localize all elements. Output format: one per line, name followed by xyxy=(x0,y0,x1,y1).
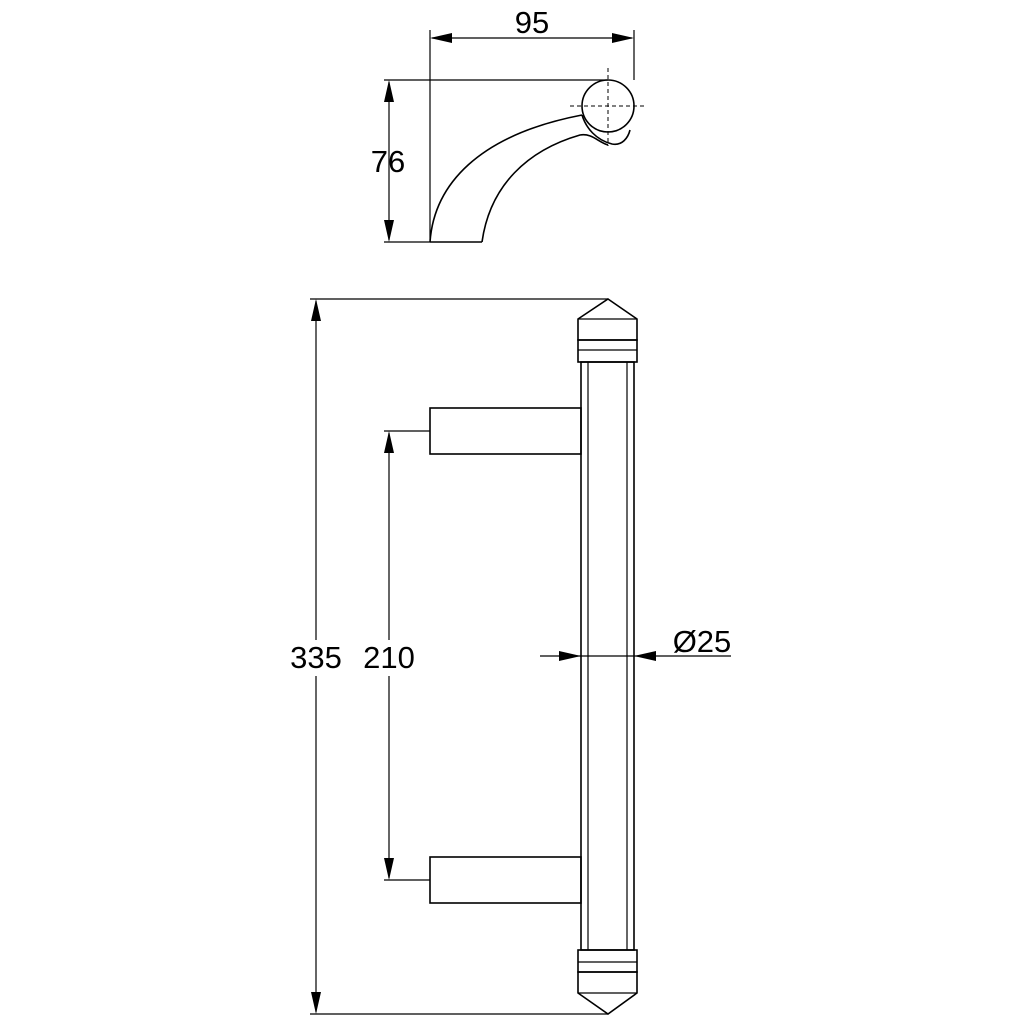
centers-label: 210 xyxy=(363,640,415,675)
bottom-end-cap xyxy=(577,949,638,1015)
height-dimension-label: 76 xyxy=(371,144,405,179)
bracket-outer-curve xyxy=(429,114,583,243)
top-end-cap xyxy=(577,298,638,363)
overall-arrow-bottom xyxy=(311,992,321,1014)
diameter-arrow-right xyxy=(634,651,656,661)
top-standoff-post xyxy=(429,407,582,455)
width-dimension-label: 95 xyxy=(515,5,549,40)
overall-arrow-top xyxy=(311,299,321,321)
diameter-label: Ø25 xyxy=(673,624,732,659)
bottom-cap-band xyxy=(577,949,638,973)
height-arrow-bottom xyxy=(384,220,394,242)
side-view: 95 76 xyxy=(371,5,646,243)
top-cap-point xyxy=(577,298,638,341)
height-arrow-top xyxy=(384,80,394,102)
centers-label-mask xyxy=(358,640,420,676)
overall-length-label: 335 xyxy=(290,640,342,675)
bracket-inner-curve xyxy=(481,133,609,243)
front-view: 335 210 Ø2 xyxy=(285,298,732,1015)
overall-label-mask xyxy=(285,640,347,676)
width-arrow-left xyxy=(430,33,452,43)
centers-arrow-bottom xyxy=(384,858,394,880)
centers-arrow-top xyxy=(384,431,394,453)
bar-joint-curve xyxy=(581,114,631,146)
bottom-cap-point xyxy=(577,971,638,1015)
top-cap-band xyxy=(577,339,638,363)
diameter-arrow-left xyxy=(559,651,581,661)
width-arrow-right xyxy=(612,33,634,43)
bottom-standoff-post xyxy=(429,856,582,904)
